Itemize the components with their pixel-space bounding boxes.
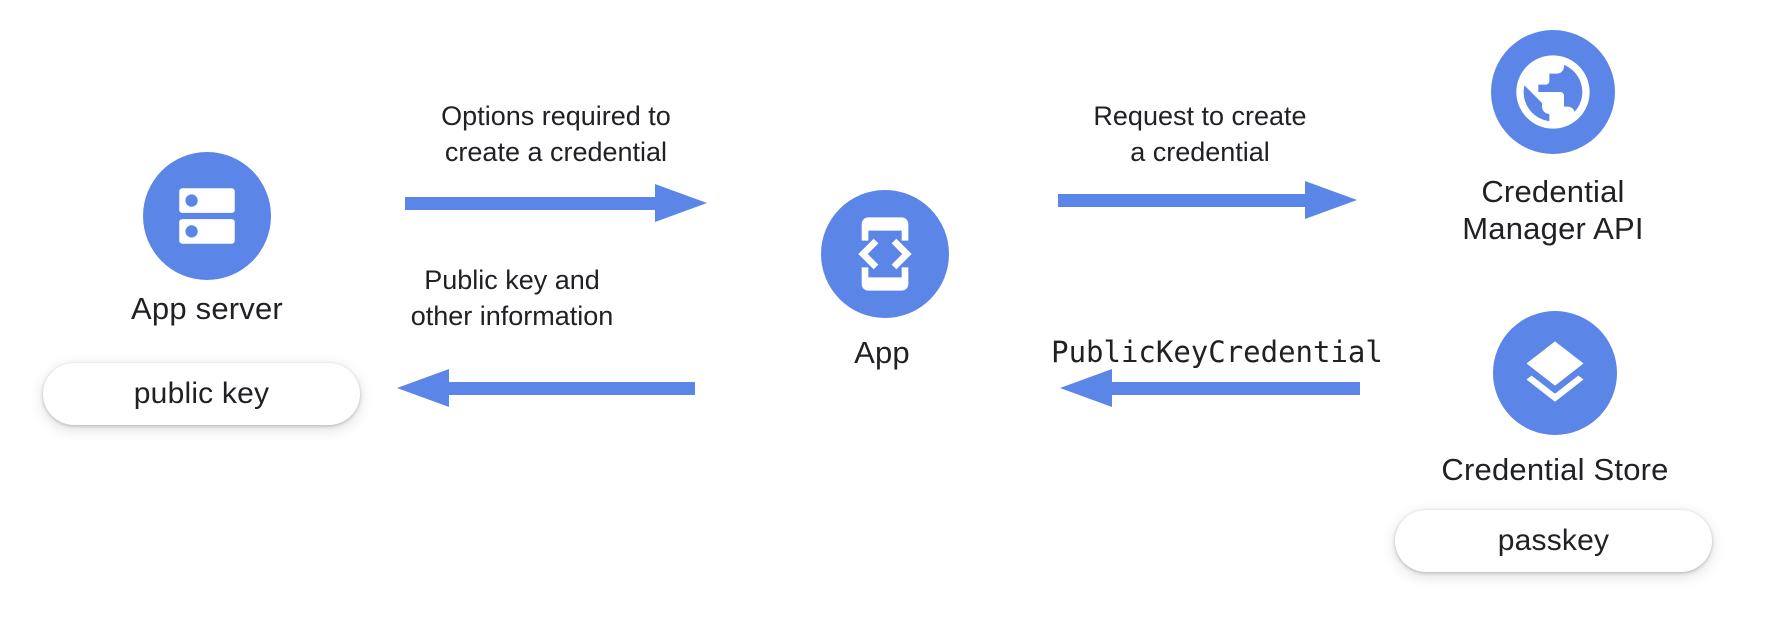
arrow-head-right-icon xyxy=(1305,181,1357,219)
credential-manager-node xyxy=(1491,30,1615,154)
globe-icon xyxy=(1509,48,1597,136)
app-label: App xyxy=(854,335,910,370)
passkey-badge-label: passkey xyxy=(1497,524,1610,557)
credential-store-label: Credential Store xyxy=(1441,452,1669,487)
arrow-head-left-icon xyxy=(397,369,449,407)
server-icon xyxy=(170,179,244,253)
arrow-shaft xyxy=(445,382,695,395)
credential-store-node xyxy=(1493,311,1617,435)
publickeycredential-arrow-label: PublicKeyCredential xyxy=(1051,335,1383,369)
arrow-head-right-icon xyxy=(655,184,707,222)
arrow-shaft xyxy=(1058,194,1309,207)
phone-code-icon xyxy=(845,214,925,294)
options-arrow-right xyxy=(405,184,707,222)
app-server-label: App server xyxy=(131,291,283,326)
passkey-badge: passkey xyxy=(1395,510,1712,572)
public-key-info-arrow-left xyxy=(397,369,695,407)
public-key-badge-label: public key xyxy=(133,377,270,410)
layers-icon xyxy=(1517,335,1593,411)
arrow-shaft xyxy=(1108,382,1360,395)
arrow-head-left-icon xyxy=(1060,369,1112,407)
app-node xyxy=(821,190,949,318)
request-arrow-label: Request to create a credential xyxy=(1093,101,1307,167)
public-key-badge: public key xyxy=(43,363,360,425)
app-server-node xyxy=(143,152,271,280)
publickeycredential-arrow-left xyxy=(1060,369,1360,407)
public-key-info-arrow-label: Public key and other information xyxy=(410,265,614,331)
credential-manager-label: Credential Manager API xyxy=(1462,174,1644,246)
arrow-shaft xyxy=(405,197,659,210)
options-arrow-label: Options required to create a credential xyxy=(441,101,671,167)
request-arrow-right xyxy=(1058,181,1357,219)
